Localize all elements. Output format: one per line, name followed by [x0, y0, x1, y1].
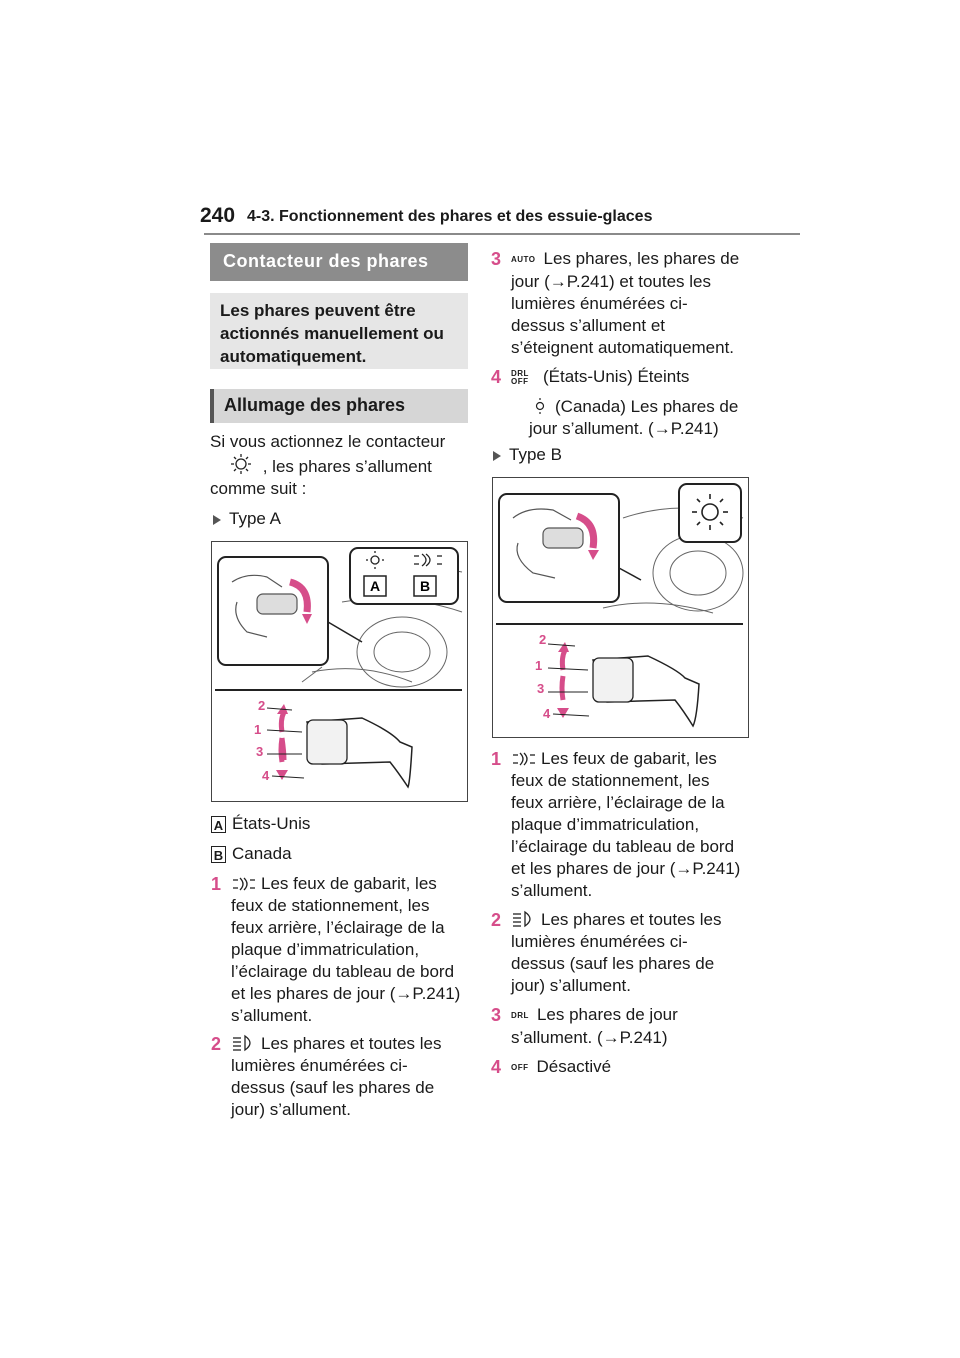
bullet-triangle-icon — [213, 514, 221, 525]
legend-a: A États-Unis — [211, 813, 310, 835]
off-icon: OFF — [511, 1063, 529, 1072]
headlight-switch-icon — [231, 454, 251, 474]
type-b-label: Type B — [493, 444, 562, 466]
auto-icon: AUTO — [511, 255, 536, 264]
legend-key-b: B — [211, 846, 226, 864]
intro-text: Les phares peuvent être actionnés manuel… — [220, 301, 444, 366]
headlight-switch-icon — [692, 494, 728, 530]
headlights-icon — [513, 910, 531, 928]
legend-text-b: Canada — [232, 844, 292, 863]
subsection-header: Allumage des phares — [210, 389, 468, 423]
figure-b-pos-2: 2 — [539, 632, 546, 647]
figure-b-pos-3: 3 — [537, 681, 544, 696]
figure-a-pos-4: 4 — [262, 768, 270, 783]
intro-box: Les phares peuvent être actionnés manuel… — [210, 293, 468, 369]
type-a-label: Type A — [213, 508, 281, 530]
section-title: Contacteur des phares — [223, 251, 429, 271]
parking-lights-icon — [414, 553, 442, 567]
headlight-switch-icon — [366, 551, 384, 569]
page-number: 240 — [200, 204, 236, 227]
para-line-3: comme suit : — [210, 479, 307, 498]
section-title-bar: Contacteur des phares — [210, 243, 468, 281]
figure-type-b: 2 1 3 4 — [492, 477, 749, 738]
figure-a-pos-2: 2 — [258, 698, 265, 713]
header-divider — [204, 233, 800, 235]
legend-key-a: A — [211, 816, 226, 834]
bullet-triangle-icon — [493, 450, 501, 461]
drl-icon: DRL — [511, 1011, 529, 1020]
parking-lights-icon — [233, 877, 255, 891]
figure-label-a: A — [370, 578, 380, 594]
figure-label-b: B — [420, 578, 430, 594]
figure-a-pos-3: 3 — [256, 744, 263, 759]
intro-paragraph: Si vous actionnez le contacteur , les ph… — [210, 431, 468, 500]
legend-text-a: États-Unis — [232, 814, 311, 833]
figure-b-pos-4: 4 — [543, 706, 551, 721]
headlights-icon — [233, 1034, 251, 1052]
subsection-title: Allumage des phares — [224, 395, 406, 415]
para-line-1: Si vous actionnez le contacteur — [210, 432, 446, 451]
figure-type-a: A B 2 1 3 4 — [211, 541, 468, 802]
legend-b: B Canada — [211, 843, 292, 865]
parking-lights-icon — [513, 752, 535, 766]
figure-type-b-drawing: 2 1 3 4 — [496, 483, 744, 728]
drl-off-icon: DRL OFF — [511, 369, 529, 386]
drl-on-icon — [535, 398, 545, 414]
figure-type-a-drawing: A B 2 1 3 4 — [215, 547, 463, 789]
figure-a-pos-1: 1 — [254, 722, 261, 737]
para-line-2: , les phares s’allument — [262, 457, 432, 476]
figure-b-pos-1: 1 — [535, 658, 542, 673]
chapter-title: 4-3. Fonctionnement des phares et des es… — [247, 208, 653, 225]
